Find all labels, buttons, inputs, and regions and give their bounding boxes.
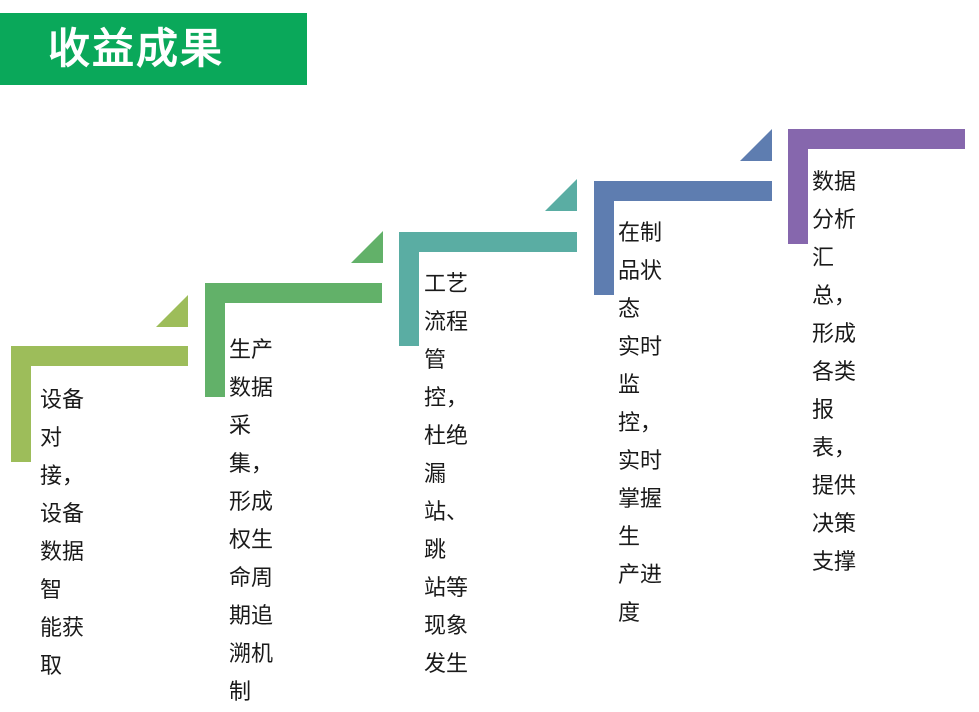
step-4-text: 在制品状态 实时监控， 实时掌握生 产进度 xyxy=(618,221,663,626)
step-3-vertical-bar xyxy=(399,232,419,346)
step-5-horizontal-bar xyxy=(788,129,965,149)
page-title: 收益成果 xyxy=(48,24,225,73)
step-2-horizontal-bar xyxy=(205,283,382,303)
title-banner: 收益成果 xyxy=(0,13,307,85)
step-1-arrow-triangle xyxy=(156,295,188,327)
step-1-horizontal-bar xyxy=(11,346,188,366)
step-4-horizontal-bar xyxy=(594,181,772,201)
step-1-text: 设备对接， 设备数据智 能获取 xyxy=(40,388,85,679)
step-4-arrow-triangle xyxy=(740,129,772,161)
step-5-text: 数据分析汇总， 形成各类报表， 提供决策支撑 xyxy=(812,170,857,575)
step-3-horizontal-bar xyxy=(399,232,577,252)
step-3-arrow-triangle xyxy=(545,179,577,211)
step-3-text: 工艺流程管控， 杜绝漏站、跳 站等现象发生 xyxy=(424,272,469,677)
step-1-vertical-bar xyxy=(11,346,31,462)
step-5-vertical-bar xyxy=(788,129,808,244)
step-2-arrow-triangle xyxy=(351,231,383,263)
step-4-vertical-bar xyxy=(594,181,614,295)
step-2-vertical-bar xyxy=(205,283,225,397)
step-2-text: 生产数据采集， 形成权生命周 期追溯机制 xyxy=(229,338,274,705)
